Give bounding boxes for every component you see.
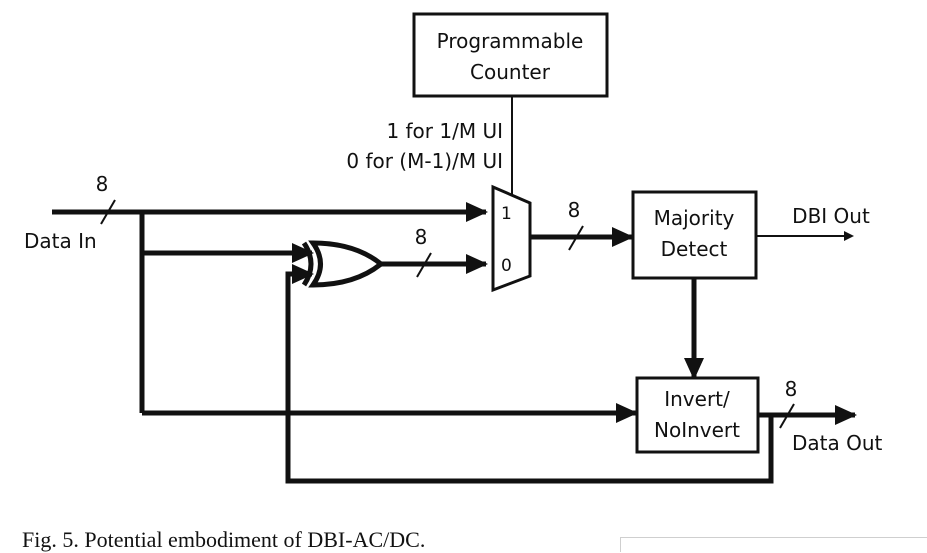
counter-label-line1: Programmable [437,29,584,53]
figure-caption: Fig. 5. Potential embodiment of DBI-AC/D… [22,527,426,552]
xor-gate-back-curve [301,241,314,287]
data-out-width: 8 [785,377,798,401]
xor-out-width: 8 [415,225,428,249]
invert-label-line2: NoInvert [654,418,740,442]
page-corner-box [620,537,927,552]
data-in-label: Data In [24,229,97,253]
data-in-bus-slash [100,199,116,225]
mux-out-bus-slash [568,225,584,251]
data-in-width: 8 [96,172,109,196]
programmable-counter-block [412,12,609,98]
invert-label-line1: Invert/ [664,387,730,411]
mux-out-width: 8 [568,198,581,222]
majority-label-line1: Majority [654,206,735,230]
select-label-line1: 1 for 1/M UI [386,119,503,143]
data-out-bus-slash [779,403,795,429]
mux-block [491,184,532,293]
dbi-out-label: DBI Out [792,204,870,228]
xor-gate-body [308,240,385,288]
mux-input-0-label: 0 [501,256,512,276]
xor-out-bus-slash [416,252,432,278]
mux-input-1-label: 1 [501,204,512,224]
invert-noinvert-block [635,376,760,454]
select-label-line2: 0 for (M-1)/M UI [346,149,503,173]
feedback-loop-wire [285,264,774,484]
majority-label-line2: Detect [661,237,728,261]
counter-label-line2: Counter [470,60,551,84]
dbi-block-diagram: Programmable Counter 1 for 1/M UI 0 for … [24,12,883,484]
majority-detect-block [631,190,758,280]
data-out-label: Data Out [792,431,883,455]
